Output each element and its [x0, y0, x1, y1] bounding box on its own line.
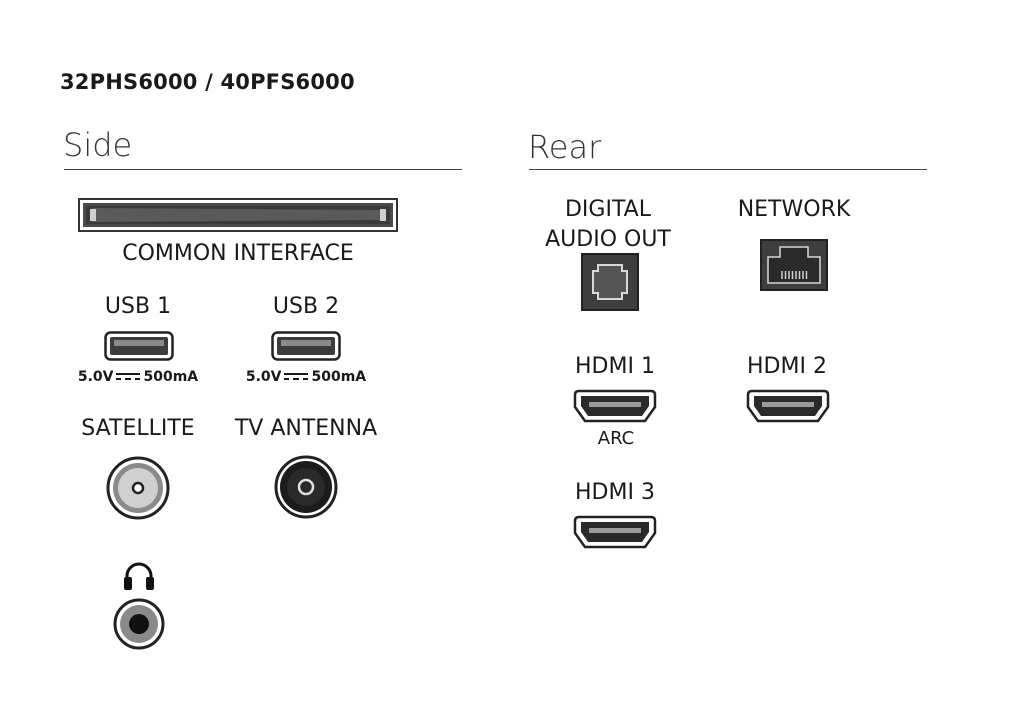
- headphone-jack-icon: [113, 598, 165, 650]
- optical-audio-port-icon: [581, 253, 639, 311]
- dc-symbol-icon: [115, 372, 141, 382]
- common-interface-slot-icon: [78, 198, 398, 232]
- usb2-rating-voltage: 5.0V: [245, 369, 282, 385]
- hdmi1-label: HDMI 1: [575, 354, 655, 379]
- rear-heading: Rear: [528, 128, 602, 166]
- usb1-label: USB 1: [104, 294, 172, 319]
- headphone-icon: [122, 561, 156, 591]
- side-divider: [64, 169, 462, 170]
- page-title: 32PHS6000 / 40PFS6000: [60, 70, 355, 94]
- usb1-port-icon: [104, 331, 174, 361]
- usb1-rating-voltage: 5.0V: [77, 369, 114, 385]
- tv-antenna-label: TV ANTENNA: [234, 416, 378, 441]
- usb1-rating: 5.0V 500mA: [74, 369, 202, 385]
- ethernet-port-icon: [760, 239, 828, 291]
- rear-divider: [529, 169, 927, 170]
- hdmi3-port-icon: [573, 515, 657, 549]
- usb2-port-icon: [271, 331, 341, 361]
- hdmi2-label: HDMI 2: [747, 354, 827, 379]
- digital-audio-label-line1: DIGITAL: [564, 197, 651, 222]
- usb2-label: USB 2: [272, 294, 340, 319]
- dc-symbol-icon: [283, 372, 309, 382]
- hdmi1-arc-label: ARC: [597, 428, 635, 449]
- common-interface-label: COMMON INTERFACE: [122, 241, 354, 266]
- side-heading: Side: [63, 126, 133, 164]
- usb2-rating: 5.0V 500mA: [242, 369, 370, 385]
- digital-audio-label-line2: AUDIO OUT: [545, 227, 671, 252]
- hdmi3-label: HDMI 3: [575, 480, 655, 505]
- tv-antenna-connector-icon: [274, 455, 338, 519]
- hdmi2-port-icon: [746, 389, 830, 423]
- usb2-rating-current: 500mA: [311, 369, 367, 385]
- hdmi1-port-icon: [573, 389, 657, 423]
- network-label: NETWORK: [737, 197, 851, 222]
- satellite-label: SATELLITE: [81, 416, 195, 441]
- usb1-rating-current: 500mA: [143, 369, 199, 385]
- satellite-connector-icon: [106, 456, 170, 520]
